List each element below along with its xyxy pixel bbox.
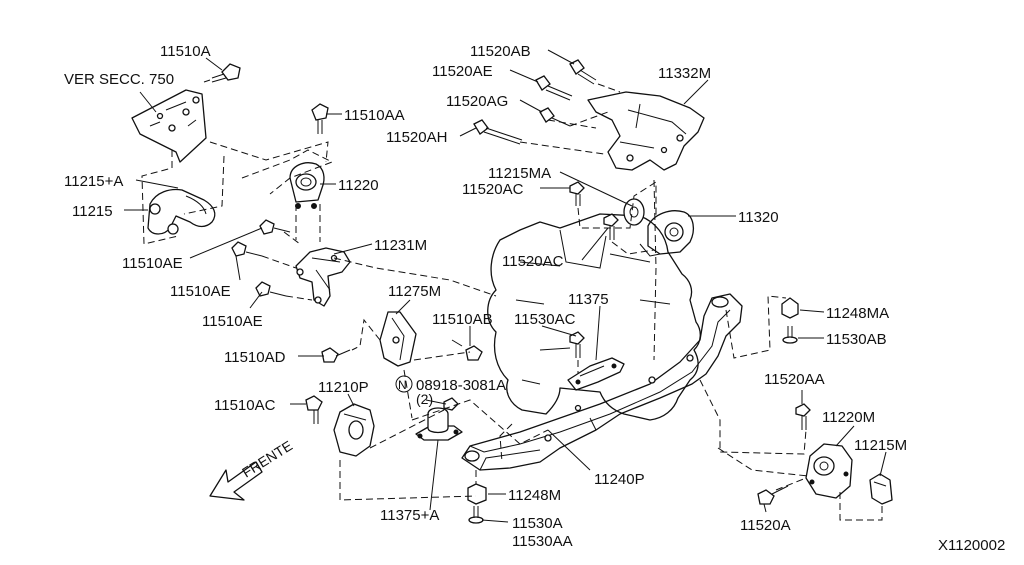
callout-11375A: 11375+A — [380, 507, 439, 524]
stopper-11248M — [467, 483, 487, 505]
bolt-11510AD — [321, 347, 351, 363]
callout-ver-secc-750: VER SECC. 750 — [64, 71, 174, 88]
washer-11530AB — [782, 326, 798, 344]
callout-11510AA: 11510AA — [344, 107, 405, 124]
bolt-11520AC-lower — [603, 213, 619, 240]
callout-11248MA: 11248MA — [826, 305, 889, 322]
callout-11520AE: 11520AE — [432, 63, 493, 80]
bolt-11520AA — [795, 403, 811, 430]
callout-11510AB: 11510AB — [432, 311, 493, 328]
callout-11530AA: 11530AA — [512, 533, 573, 550]
stopper-11248MA — [781, 297, 799, 319]
stay-11215 — [147, 188, 216, 235]
mount-11375A — [415, 407, 463, 441]
bolt-11520AC-upper — [569, 181, 585, 206]
front-direction-arrow — [209, 461, 263, 501]
leader-lines — [124, 49, 887, 523]
callout-11215MA: 11215MA — [488, 165, 551, 182]
insulator-11320 — [623, 198, 695, 257]
callout-labels: 11510A VER SECC. 750 11510AA 11220 11215… — [64, 43, 1005, 554]
bolt-11510AB — [451, 339, 483, 361]
callout-11215M: 11215M — [854, 437, 907, 454]
bolt-11510A — [203, 63, 241, 83]
callout-08918-3081A: 08918-3081A — [416, 377, 506, 394]
assembly-dashed-lines — [141, 83, 883, 521]
callout-11520AA: 11520AA — [764, 371, 825, 388]
insulator-11220M — [805, 443, 853, 499]
callout-11520AB: 11520AB — [470, 43, 531, 60]
insulator-11210P — [333, 403, 375, 457]
bolt-11520A — [757, 485, 789, 505]
callout-11520AH: 11520AH — [386, 129, 447, 146]
callout-qty-2: (2) — [416, 391, 433, 407]
bracket-11332M — [587, 91, 705, 171]
n-symbol-circle — [395, 375, 413, 393]
callout-11510AC: 11510AC — [214, 397, 276, 414]
bracket-ver-secc-750 — [131, 89, 207, 163]
nut-08918-3081A — [443, 397, 459, 411]
washer-bolt-11530A — [468, 506, 484, 524]
callout-11530A: 11530A — [512, 515, 563, 532]
callout-11530AB: 11530AB — [826, 331, 887, 348]
callout-frente: FRENTE — [239, 437, 295, 480]
crossmember-11240P — [461, 293, 743, 471]
bolt-11520AE-upper — [535, 75, 573, 101]
callout-11320: 11320 — [738, 209, 779, 226]
callout-11240P: 11240P — [594, 471, 645, 488]
bolt-11510AA — [311, 103, 329, 134]
callout-11520AC-2: 11520AC — [502, 253, 564, 270]
callout-11520A: 11520A — [740, 517, 791, 534]
diagram-code: X1120002 — [938, 537, 1005, 554]
callout-11231M: 11231M — [374, 237, 427, 254]
bolts-11510AE — [231, 219, 291, 297]
callout-11215A: 11215+A — [64, 173, 123, 190]
callout-11510AE-1: 11510AE — [122, 255, 183, 272]
bolt-11520AG — [539, 107, 571, 127]
callout-11275M: 11275M — [388, 283, 441, 300]
callout-11332M: 11332M — [658, 65, 711, 82]
mount-11375 — [567, 357, 625, 391]
callout-11215: 11215 — [72, 203, 113, 220]
callout-11220: 11220 — [338, 177, 379, 194]
bracket-11275M — [379, 311, 417, 367]
callout-11510AE-3: 11510AE — [202, 313, 263, 330]
bolt-11520AH — [473, 119, 523, 145]
callout-11510AD: 11510AD — [224, 349, 286, 366]
bolt-11510AC — [305, 395, 323, 424]
bracket-11231M — [295, 247, 351, 307]
callout-11510AE-2: 11510AE — [170, 283, 231, 300]
callout-11520AC-1: 11520AC — [462, 181, 524, 198]
bolt-11530AC — [569, 331, 585, 358]
bracket-11215M — [869, 473, 893, 505]
callout-11510A: 11510A — [160, 43, 211, 60]
callout-11375: 11375 — [568, 291, 609, 308]
callout-11210P: 11210P — [318, 379, 369, 396]
callout-11530AC: 11530AC — [514, 311, 576, 328]
callout-11520AG: 11520AG — [446, 93, 508, 110]
insulator-11220 — [289, 162, 325, 209]
n-symbol-letter: N — [398, 378, 407, 392]
callout-11220M: 11220M — [822, 409, 875, 426]
callout-11248M: 11248M — [508, 487, 561, 504]
